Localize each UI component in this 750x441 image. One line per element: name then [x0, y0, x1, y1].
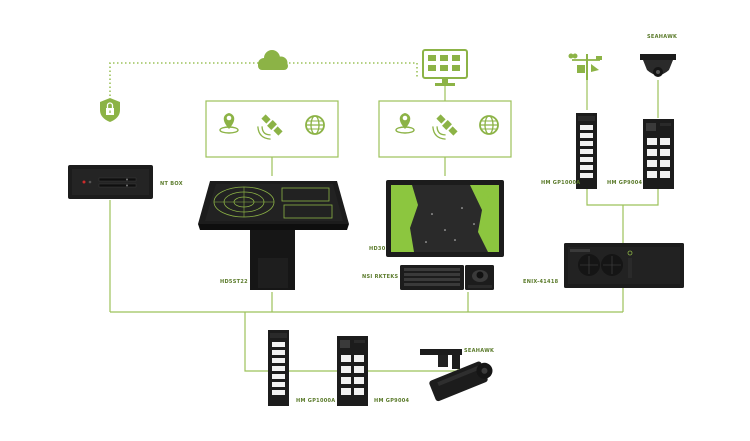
nt-box-device [68, 165, 153, 199]
location-pin-icon [219, 113, 239, 134]
seahawk-ptz-camera-device [420, 349, 493, 402]
hm-gp9004-top-label: HM GP9004 [607, 180, 643, 186]
nsi-rkteks-label: NSI RKTEKS [362, 274, 399, 280]
monitor-icon [422, 49, 468, 86]
location-pin-icon [395, 113, 415, 134]
seahawk-bottom-label: SEAHAWK [464, 348, 495, 354]
nt-box-label: NT BOX [160, 181, 183, 187]
hm-gp9004-top-device [643, 119, 674, 189]
satellite-icon [257, 114, 283, 140]
hm-gp1000a-bottom-label: HM GP1000A [296, 398, 335, 404]
enix-41418-device [564, 243, 684, 288]
lock-shield-icon [100, 98, 120, 122]
satellite-icon [432, 114, 458, 140]
hd30-monitor-device [386, 180, 504, 257]
hm-gp1000a-top-device [576, 113, 597, 189]
globe-icon [479, 115, 499, 135]
hm-gp1000a-bottom-device [268, 330, 289, 406]
hd5st22-table-device [198, 181, 349, 290]
dome-camera-icon [640, 54, 676, 77]
cloud-icon [258, 50, 288, 70]
hm-gp9004-bottom-device [337, 336, 368, 406]
nsi-rkteks-keyboard-device [400, 265, 494, 290]
hm-gp1000a-top-label: HM GP1000A [541, 180, 580, 186]
seahawk-top-label: SEAHAWK [647, 34, 678, 40]
hd30-label: HD30 [369, 246, 386, 252]
weather-station-icon [568, 53, 602, 80]
switch-tree-line [586, 189, 659, 206]
globe-icon [305, 115, 325, 135]
enix-label: ENIX-41418 [523, 279, 559, 285]
hd5st22-label: HD5ST22 [220, 279, 248, 285]
hm-gp9004-bottom-label: HM GP9004 [374, 398, 410, 404]
